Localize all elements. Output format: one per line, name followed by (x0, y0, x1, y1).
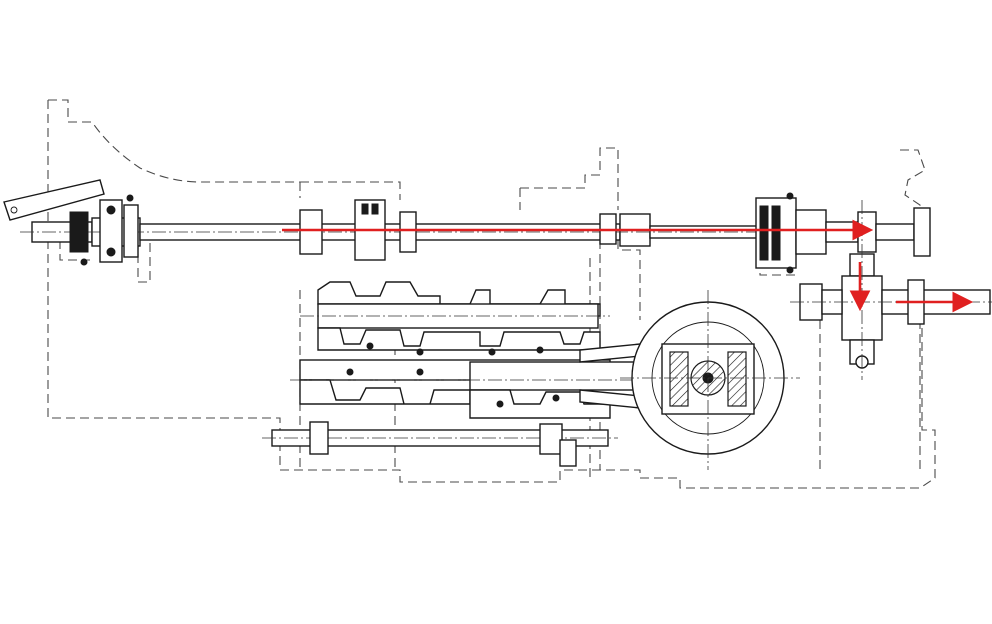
gear-clusters (290, 281, 651, 419)
transfer-gear (841, 200, 883, 380)
power-flow-arrows (282, 219, 974, 313)
main-shaft (3, 179, 880, 266)
transfer-clutch (755, 192, 931, 274)
differential (620, 290, 800, 470)
idler-shaft (262, 421, 618, 467)
